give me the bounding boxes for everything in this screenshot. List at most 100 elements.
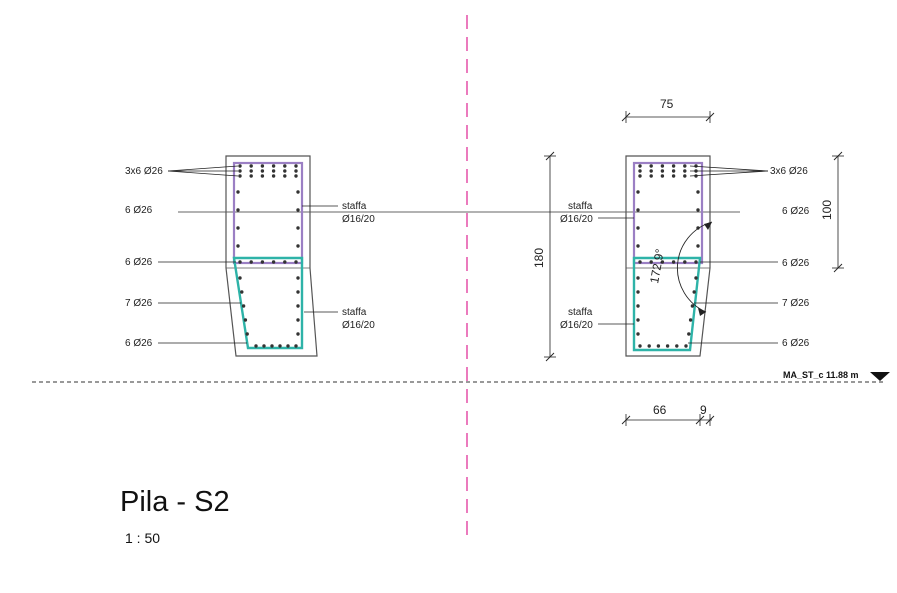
- left-stirrup-upper-spec: Ø16/20: [342, 214, 375, 225]
- rebar-dot: [694, 260, 698, 264]
- left-upper-stirrup: [232, 161, 304, 265]
- rebar-dot: [271, 260, 276, 264]
- right-label-top: 3x6 Ø26: [770, 166, 808, 177]
- rebar-dot: [688, 318, 693, 322]
- rebar-dot: [649, 260, 653, 264]
- rebar-dot: [249, 169, 253, 173]
- rebar-dot: [283, 164, 287, 168]
- rebar-dot: [262, 344, 266, 348]
- rebar-dot: [638, 169, 642, 173]
- rebar-dot: [696, 208, 700, 212]
- rebar-dot: [278, 344, 282, 348]
- rebar-dot: [296, 318, 300, 322]
- rebar-dot: [249, 174, 253, 178]
- right-stirrup-lower-name: staffa: [568, 307, 593, 318]
- rebar-dot: [696, 190, 700, 194]
- rebar-dot: [671, 174, 676, 178]
- rebar-dot: [249, 164, 253, 168]
- right-stirrup-lower-spec: Ø16/20: [560, 320, 593, 331]
- level-label: MA_ST_c 11.88 m: [783, 370, 859, 380]
- rebar-dot: [636, 244, 640, 248]
- rebar-dot: [238, 164, 242, 168]
- view-title: Pila - S2: [120, 486, 230, 518]
- right-stirrup-upper-name: staffa: [568, 201, 593, 212]
- rebar-dot: [636, 226, 640, 230]
- rebar-dot: [636, 332, 640, 336]
- rebar-dot: [684, 344, 688, 348]
- rebar-dot: [636, 318, 640, 322]
- rebar-dot: [690, 304, 695, 308]
- rebar-dot: [660, 164, 665, 168]
- rebar-dot: [260, 174, 265, 178]
- rebar-dot: [296, 190, 300, 194]
- rebar-dot: [296, 208, 300, 212]
- view-scale: 1 : 50: [125, 530, 161, 546]
- left-label-row3: 6 Ø26: [125, 257, 153, 268]
- rebar-dot: [636, 304, 640, 308]
- rebar-dot: [671, 169, 676, 173]
- rebar-dot: [249, 260, 253, 264]
- dim-bottom-taper: 9: [700, 403, 707, 417]
- rebar-dot: [671, 260, 676, 264]
- rebar-dot: [270, 344, 274, 348]
- rebar-dot: [294, 174, 298, 178]
- rebar-dot: [254, 344, 258, 348]
- rebar-dot: [260, 169, 265, 173]
- rebar-dot: [649, 169, 653, 173]
- right-label-row3: 6 Ø26: [782, 258, 810, 269]
- rebar-dot: [271, 169, 276, 173]
- rebar-dot: [683, 164, 687, 168]
- right-stirrup-upper-spec: Ø16/20: [560, 214, 593, 225]
- left-label-row4: 7 Ø26: [125, 298, 153, 309]
- rebar-dot: [638, 164, 642, 168]
- left-stirrup-lower-spec: Ø16/20: [342, 320, 375, 331]
- rebar-dot: [671, 164, 676, 168]
- rebar-dot: [647, 344, 651, 348]
- rebar-dot: [271, 164, 276, 168]
- rebar-dot: [692, 290, 696, 294]
- right-label-row4: 7 Ø26: [782, 298, 810, 309]
- rebar-dot: [660, 174, 665, 178]
- right-section: 3x6 Ø26 6 Ø26 6 Ø26 7 Ø26 6 Ø26 staffa Ø…: [532, 97, 844, 426]
- right-label-row5: 6 Ø26: [782, 338, 810, 349]
- rebar-dot: [238, 174, 242, 178]
- rebar-dot: [656, 344, 661, 348]
- left-stirrup-upper-name: staffa: [342, 201, 367, 212]
- dim-bottom-width: 66: [653, 403, 667, 417]
- rebar-dot: [296, 290, 300, 294]
- rebar-dot: [296, 332, 300, 336]
- left-label-row5: 6 Ø26: [125, 338, 153, 349]
- rebar-dot: [683, 169, 687, 173]
- left-section: 3x6 Ø26 6 Ø26 6 Ø26 7 Ø26 6 Ø26 staffa Ø…: [125, 155, 375, 357]
- rebar-dot: [683, 174, 687, 178]
- rebar-dot: [238, 169, 242, 173]
- rebar-dot: [638, 174, 642, 178]
- rebar-dot: [638, 344, 642, 348]
- angle-arc: [676, 221, 713, 313]
- left-lower-stirrup: [232, 256, 304, 350]
- rebar-dot: [294, 260, 298, 264]
- rebar-dot: [687, 332, 691, 336]
- rebar-dot: [271, 174, 276, 178]
- dim-height-upper: 100: [820, 200, 834, 220]
- rebar-dot: [649, 164, 653, 168]
- rebar-dot: [283, 260, 287, 264]
- rebar-dot: [240, 290, 244, 294]
- rebar-dot: [286, 344, 290, 348]
- rebar-dot: [665, 344, 670, 348]
- rebar-dot: [296, 304, 300, 308]
- rebar-dot: [636, 276, 640, 280]
- rebar-dot: [296, 226, 300, 230]
- left-rebar-dots: [236, 164, 300, 348]
- rebar-dot: [238, 276, 242, 280]
- rebar-dot: [294, 169, 298, 173]
- rebar-dot: [660, 260, 665, 264]
- rebar-dot: [636, 190, 640, 194]
- dim-height-total: 180: [532, 248, 546, 268]
- rebar-dot: [236, 190, 240, 194]
- rebar-dot: [660, 169, 665, 173]
- rebar-dot: [649, 174, 653, 178]
- rebar-dot: [636, 208, 640, 212]
- right-lower-stirrup: [632, 256, 702, 352]
